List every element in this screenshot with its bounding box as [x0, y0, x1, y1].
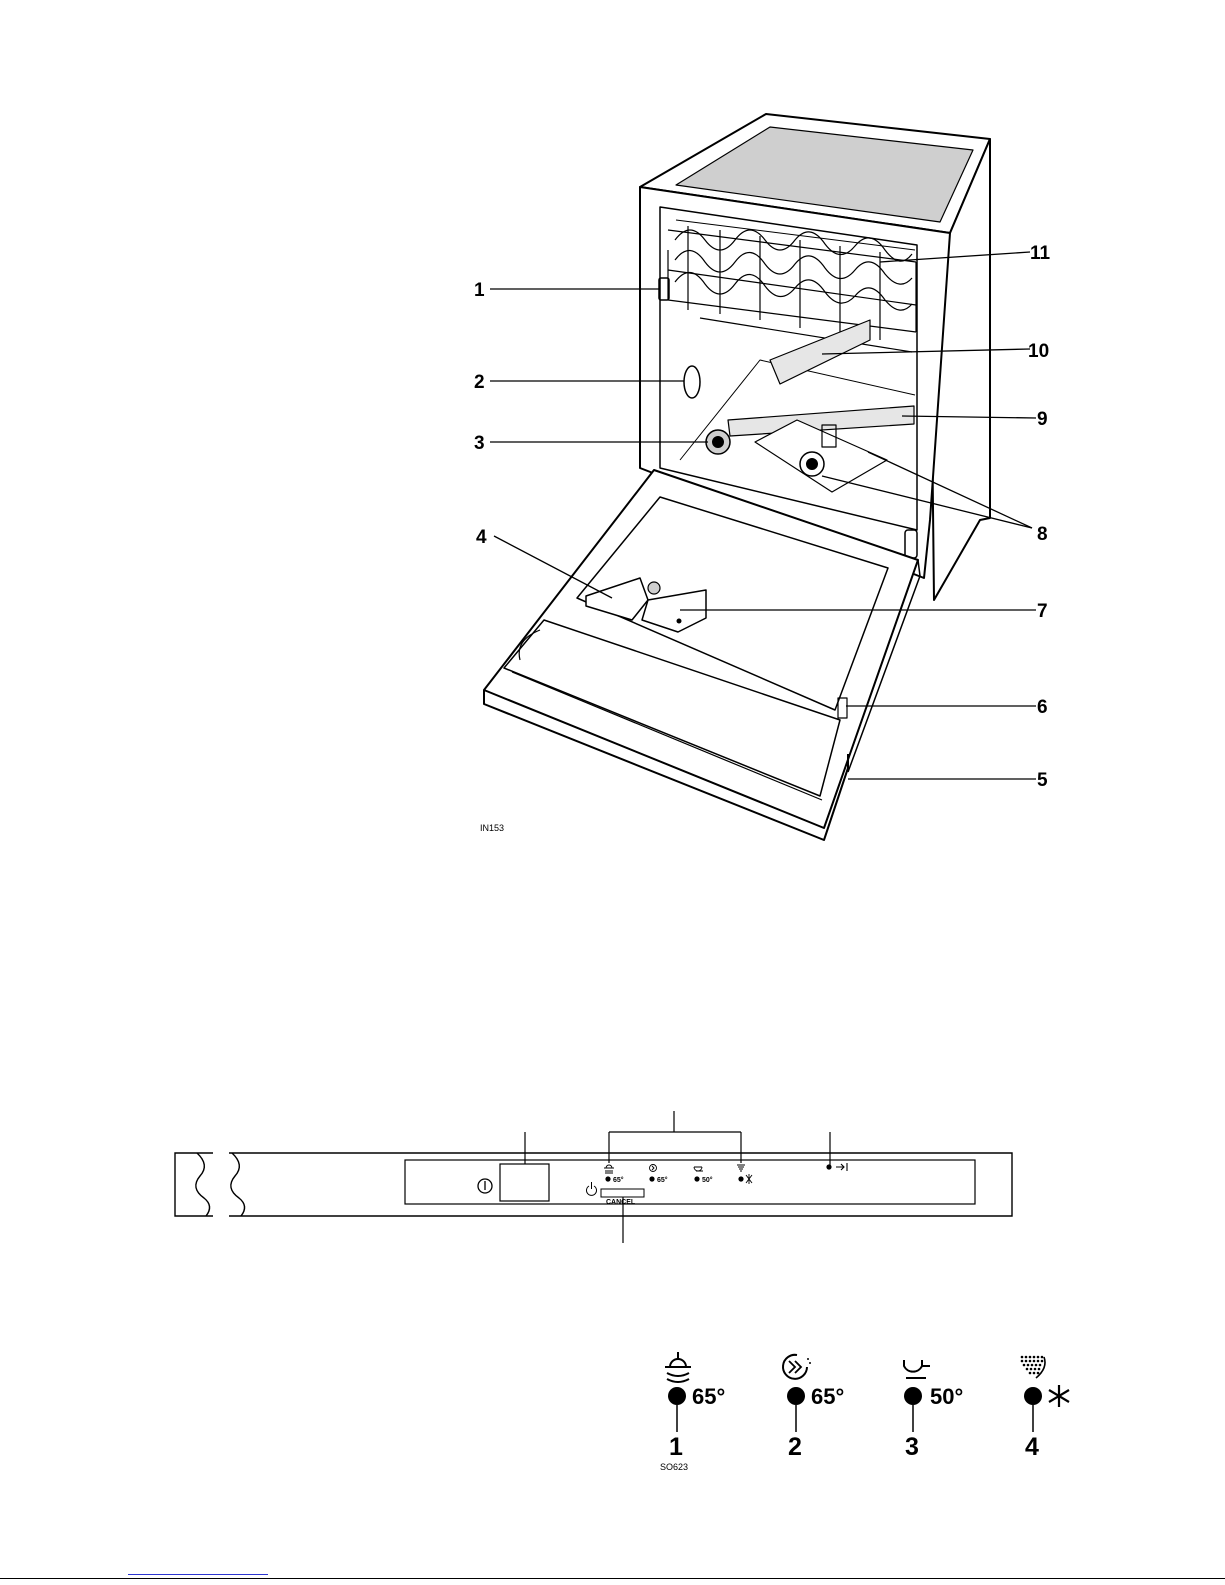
program-temp-2: 65°: [811, 1384, 844, 1409]
callout-2: 2: [474, 372, 485, 393]
callout-4: 4: [476, 527, 487, 548]
panel-led-1: [605, 1176, 610, 1181]
footer-rule: [0, 1578, 1225, 1579]
program-number-4: 4: [1025, 1433, 1039, 1461]
eco-wash-icon: [904, 1360, 930, 1378]
panel-led-delay: [826, 1164, 831, 1169]
callout-6: 6: [1037, 697, 1048, 718]
control-panel: [175, 1111, 1012, 1243]
program-temp-3: 50°: [930, 1384, 963, 1409]
panel-temp-2: 65°: [657, 1176, 668, 1184]
callout-3: 3: [474, 433, 485, 454]
control-panel-outline: [175, 1153, 1012, 1216]
program-number-1: 1: [669, 1433, 683, 1461]
indicator-led-3: [904, 1387, 922, 1405]
rinse-hold-icon: [1021, 1356, 1045, 1378]
indicator-led-1: [668, 1387, 686, 1405]
panel-led-2: [649, 1176, 654, 1181]
panel-temp-3: 50°: [702, 1176, 713, 1184]
program-labels: 65° 65° 50° 1 2 3 4 SO623: [660, 1384, 1039, 1472]
indicator-led-2: [787, 1387, 805, 1405]
callout-5: 5: [1037, 770, 1048, 791]
callout-7: 7: [1037, 601, 1048, 622]
figure-code-dishwasher: IN153: [480, 823, 504, 833]
intensive-wash-icon: [665, 1352, 691, 1382]
panel-cancel-label: CANCEL: [606, 1199, 636, 1206]
cold-icon: [1049, 1385, 1069, 1407]
program-number-3: 3: [905, 1433, 919, 1461]
program-indicators: [665, 1352, 1069, 1432]
panel-led-4: [738, 1176, 743, 1181]
panel-led-3: [694, 1176, 699, 1181]
figure-code-programs: SO623: [660, 1462, 688, 1472]
dishwasher-illustration: [484, 114, 990, 840]
callout-8: 8: [1037, 524, 1048, 545]
program-number-2: 2: [788, 1433, 802, 1461]
indicator-led-4: [1024, 1387, 1042, 1405]
callout-10: 10: [1028, 341, 1049, 362]
footer-link[interactable]: [128, 1574, 268, 1575]
callout-11: 11: [1030, 243, 1051, 264]
panel-temp-1: 65°: [613, 1176, 624, 1184]
callout-1: 1: [474, 280, 485, 301]
callout-9: 9: [1037, 409, 1048, 430]
program-temp-1: 65°: [692, 1384, 725, 1409]
quick-wash-icon: [783, 1355, 811, 1379]
